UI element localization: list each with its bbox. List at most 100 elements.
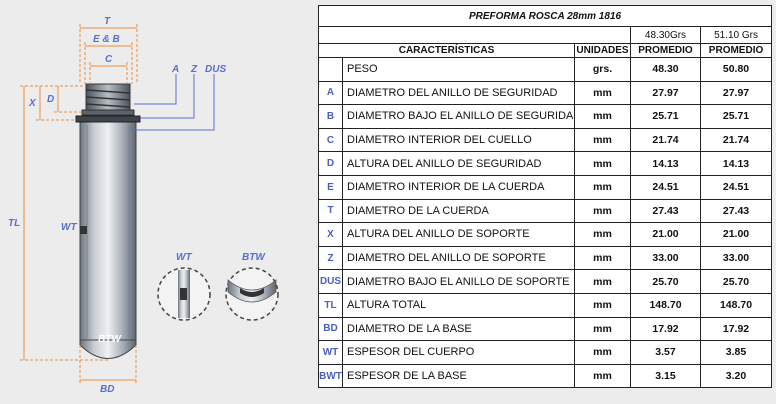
row-value-2: 148.70 xyxy=(699,292,773,318)
row-value-1: 21.00 xyxy=(630,222,701,247)
header-blank xyxy=(318,26,631,44)
row-unit: mm xyxy=(574,80,631,106)
row-value-2: 14.13 xyxy=(699,151,773,176)
col-characteristics: CARACTERÍSTICAS xyxy=(318,43,575,58)
col-avg2: PROMEDIO xyxy=(699,43,773,58)
label-bd: BD xyxy=(100,384,114,395)
row-value-1: 21.74 xyxy=(630,127,701,153)
row-code: A xyxy=(318,80,343,106)
row-unit: mm xyxy=(574,222,631,247)
preform-neck xyxy=(75,83,141,123)
row-code: D xyxy=(318,151,343,176)
row-value-1: 25.71 xyxy=(630,104,701,129)
row-code: DUS xyxy=(318,269,343,294)
row-description: ESPESOR DE LA BASE xyxy=(342,363,575,389)
preform-diagram: T E & B C A Z DUS X D TL WT BTW BD WT BT… xyxy=(8,16,279,395)
row-unit: mm xyxy=(574,127,631,153)
row-code: TL xyxy=(318,292,343,318)
row-unit: mm xyxy=(574,245,631,271)
label-detail-wt: WT xyxy=(176,252,192,263)
label-wt: WT xyxy=(61,222,77,233)
row-unit: mm xyxy=(574,198,631,224)
label-t: T xyxy=(104,16,111,27)
label-tl: TL xyxy=(8,218,20,229)
row-code: BWT xyxy=(318,363,343,389)
row-code: T xyxy=(318,198,343,224)
row-value-1: 27.97 xyxy=(630,80,701,106)
row-value-2: 27.43 xyxy=(699,198,773,224)
row-value-2: 25.70 xyxy=(699,269,773,294)
row-description: ESPESOR DEL CUERPO xyxy=(342,340,575,365)
row-value-2: 24.51 xyxy=(699,174,773,200)
row-description: DIAMETRO DE LA CUERDA xyxy=(342,198,575,224)
row-value-2: 21.00 xyxy=(699,222,773,247)
row-unit: mm xyxy=(574,269,631,294)
row-description: DIAMETRO BAJO EL ANILLO DE SEGURIDAD xyxy=(342,104,575,129)
row-value-1: 3.15 xyxy=(630,363,701,389)
row-value-1: 48.30 xyxy=(630,57,701,82)
label-z: Z xyxy=(190,64,198,75)
leader-lines xyxy=(131,74,215,131)
row-code: E xyxy=(318,174,343,200)
row-unit: grs. xyxy=(574,57,631,82)
label-c: C xyxy=(105,54,113,65)
row-unit: mm xyxy=(574,292,631,318)
dimension-lines xyxy=(20,24,138,384)
row-code: B xyxy=(318,104,343,129)
wt-marker xyxy=(80,226,87,234)
row-unit: mm xyxy=(574,174,631,200)
row-description: DIAMETRO INTERIOR DEL CUELLO xyxy=(342,127,575,153)
row-unit: mm xyxy=(574,151,631,176)
col-weight2: 51.10 Grs xyxy=(699,26,773,44)
wt-detail xyxy=(157,267,211,321)
row-value-1: 3.57 xyxy=(630,340,701,365)
row-code: Z xyxy=(318,245,343,271)
row-unit: mm xyxy=(574,316,631,342)
col-units: UNIDADES xyxy=(574,43,631,58)
spec-table: PREFORMA ROSCA 28mm 1816 48.30Grs 51.10 … xyxy=(317,5,773,389)
label-detail-btw: BTW xyxy=(242,252,266,263)
row-value-1: 25.70 xyxy=(630,269,701,294)
btw-detail xyxy=(225,267,279,321)
row-description: DIAMETRO BAJO EL ANILLO DE SOPORTE xyxy=(342,269,575,294)
row-description: PESO xyxy=(342,57,575,82)
row-value-1: 24.51 xyxy=(630,174,701,200)
row-value-2: 17.92 xyxy=(699,316,773,342)
row-value-2: 50.80 xyxy=(699,57,773,82)
label-d: D xyxy=(47,94,54,105)
row-description: DIAMETRO DEL ANILLO DE SOPORTE xyxy=(342,245,575,271)
table-title: PREFORMA ROSCA 28mm 1816 xyxy=(317,5,773,27)
label-a: A xyxy=(171,64,179,75)
row-value-2: 27.97 xyxy=(699,80,773,106)
row-description: ALTURA DEL ANILLO DE SOPORTE xyxy=(342,222,575,247)
row-code xyxy=(318,57,343,82)
label-dus: DUS xyxy=(205,64,226,75)
row-value-1: 17.92 xyxy=(630,316,701,342)
row-value-1: 33.00 xyxy=(630,245,701,271)
row-value-2: 21.74 xyxy=(699,127,773,153)
row-code: BD xyxy=(318,316,343,342)
row-description: ALTURA DEL ANILLO DE SEGURIDAD xyxy=(342,151,575,176)
preform-body xyxy=(79,119,137,359)
row-code: WT xyxy=(318,340,343,365)
label-e-b: E & B xyxy=(93,34,120,45)
col-avg1: PROMEDIO xyxy=(630,43,701,58)
label-x: X xyxy=(28,98,37,109)
row-value-2: 33.00 xyxy=(699,245,773,271)
row-value-1: 27.43 xyxy=(630,198,701,224)
row-value-1: 148.70 xyxy=(630,292,701,318)
label-btw: BTW xyxy=(98,334,122,345)
row-description: DIAMETRO INTERIOR DE LA CUERDA xyxy=(342,174,575,200)
row-value-2: 25.71 xyxy=(699,104,773,129)
